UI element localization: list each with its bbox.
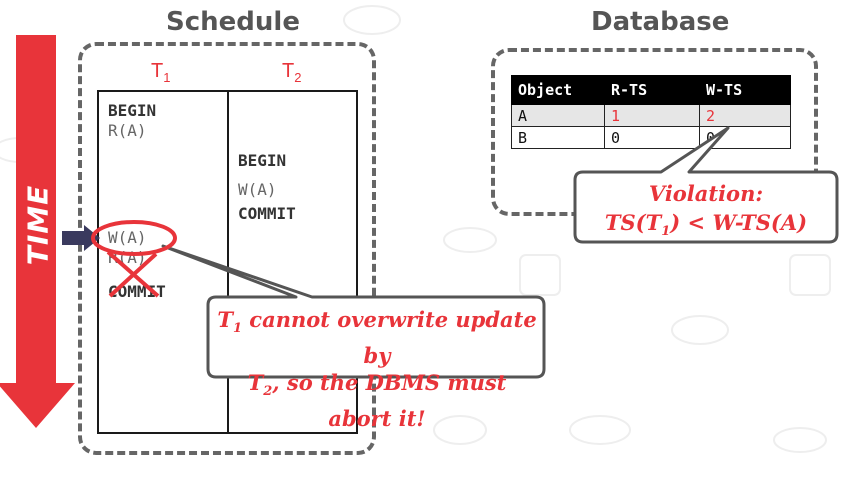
t2-commit: COMMIT xyxy=(238,204,296,223)
database-title: Database xyxy=(591,7,730,37)
col-w-ts: W-TS xyxy=(699,75,791,105)
t1-write-a: W(A) xyxy=(108,228,147,247)
abort-cross-line-2 xyxy=(108,252,158,298)
violation-note: Violation: TS(T1) < W-TS(A) xyxy=(580,179,832,246)
t2-header: T2 xyxy=(282,60,302,85)
cell-rts-b: 0 xyxy=(604,126,700,149)
t2-begin: BEGIN xyxy=(238,151,287,170)
schedule-frame xyxy=(78,42,376,455)
time-arrow xyxy=(0,35,75,428)
abort-note-line2: T2, so the DBMS must abort it! xyxy=(247,370,507,432)
t2-write-a: W(A) xyxy=(238,180,277,199)
cell-rts-a: 1 xyxy=(604,104,700,127)
cell-wts-a: 2 xyxy=(699,104,791,127)
table-row: A 1 2 xyxy=(511,104,791,127)
t1-read-a: R(A) xyxy=(108,121,147,140)
abort-note-line1: T1 cannot overwrite update by xyxy=(217,307,537,369)
conflict-circle xyxy=(91,220,177,256)
aborted-annotations xyxy=(91,220,177,298)
current-op-pointer xyxy=(62,225,100,251)
abort-note: T1 cannot overwrite update by T2, so the… xyxy=(214,306,540,432)
schedule-title: Schedule xyxy=(166,7,300,37)
cell-object-b: B xyxy=(511,126,605,149)
schedule-column-divider xyxy=(227,90,229,434)
violation-line1: Violation: xyxy=(648,181,764,206)
t1-begin: BEGIN xyxy=(108,101,157,120)
violation-line2: TS(T1) < W-TS(A) xyxy=(604,210,808,240)
t1-header: T1 xyxy=(151,60,171,85)
col-r-ts: R-TS xyxy=(604,75,700,105)
